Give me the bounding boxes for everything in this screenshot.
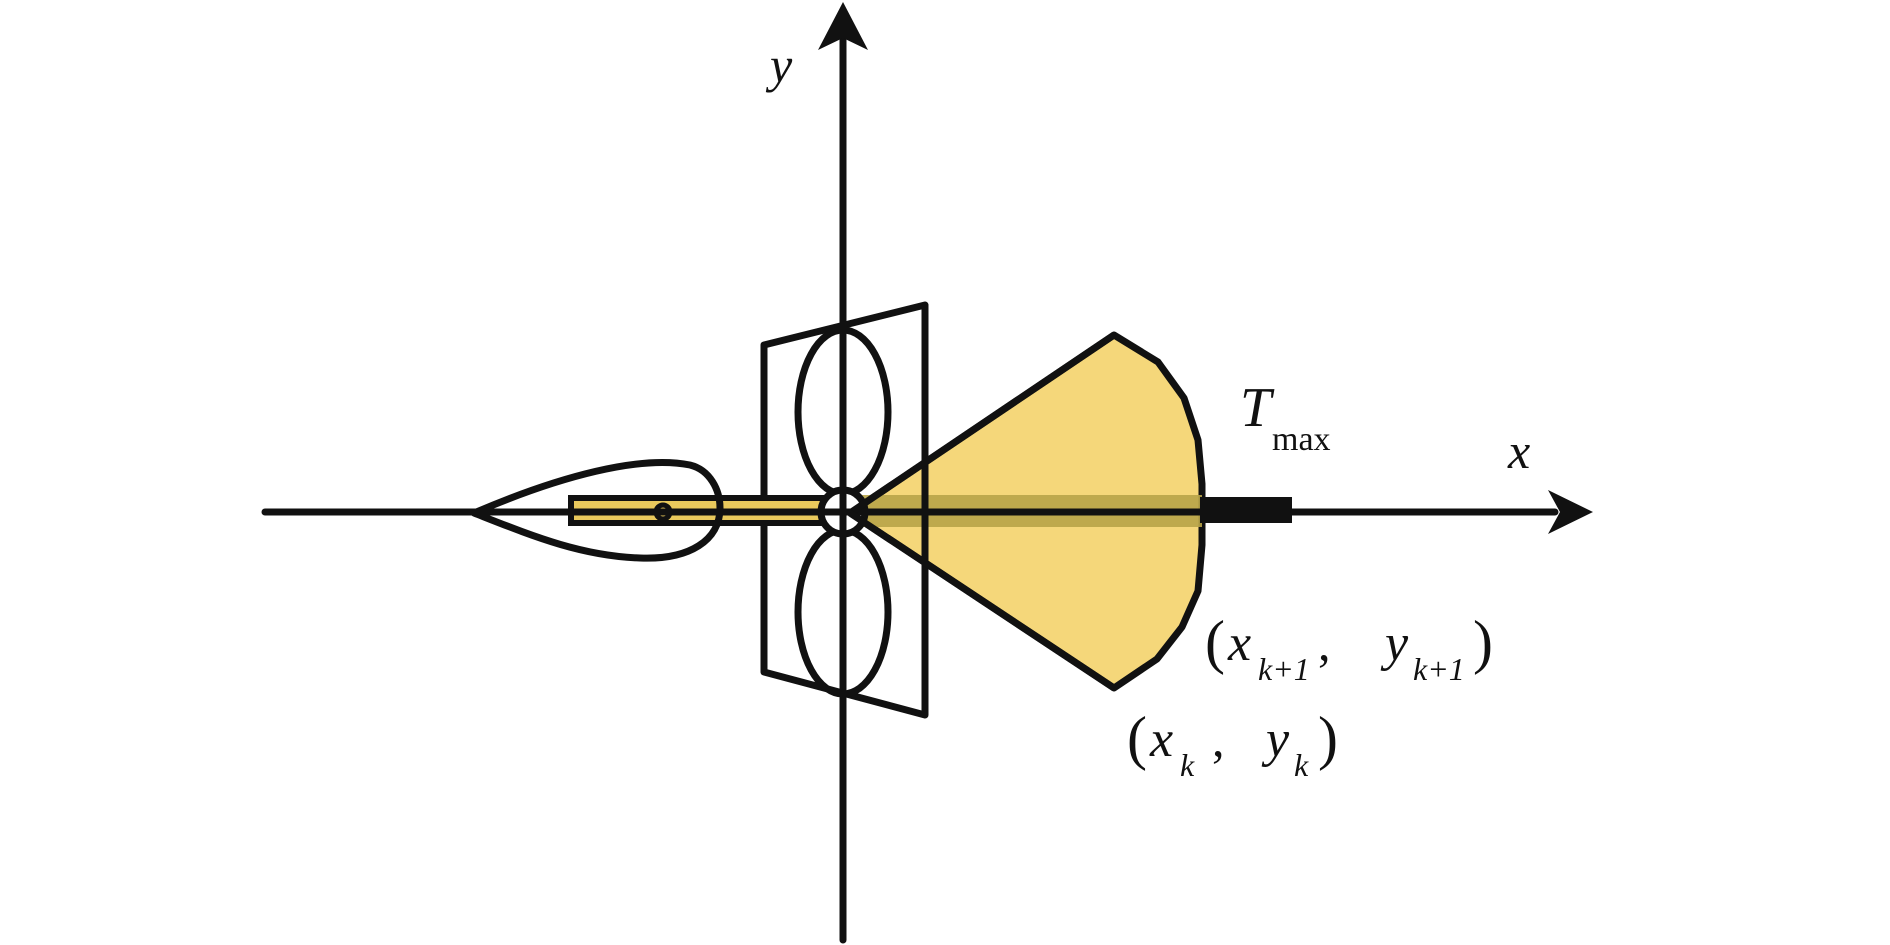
y-subscript: k+1 (1413, 651, 1465, 687)
paren-close: ) (1318, 705, 1338, 771)
x-axis-arrowhead (1548, 490, 1593, 534)
paren-open: ( (1205, 609, 1225, 675)
comma: , (1212, 711, 1225, 767)
y-symbol: y (1380, 615, 1409, 672)
tmax-subscript: max (1272, 421, 1331, 458)
y-subscript: k (1294, 747, 1309, 783)
y-symbol: y (1261, 711, 1290, 768)
x-subscript: k (1180, 747, 1195, 783)
wing-panel (760, 301, 929, 719)
comma: , (1318, 615, 1331, 671)
point-k-plus-1-label: ( x k+1 , y k+1 ) (1205, 609, 1493, 687)
paren-open: ( (1127, 705, 1147, 771)
y-axis-label: y (765, 37, 793, 93)
x-subscript: k+1 (1258, 651, 1310, 687)
point-k-label: ( x k , y k ) (1127, 705, 1338, 783)
tail-fin (470, 459, 724, 562)
paren-close: ) (1473, 609, 1493, 675)
x-symbol: x (1227, 615, 1251, 672)
y-axis-arrowhead (818, 2, 868, 50)
sector-ray-upper (848, 332, 1116, 516)
x-axis-label: x (1507, 423, 1530, 479)
tmax-label: T (1240, 377, 1275, 439)
x-symbol: x (1149, 711, 1173, 768)
sector-ray-lower (848, 510, 1116, 691)
